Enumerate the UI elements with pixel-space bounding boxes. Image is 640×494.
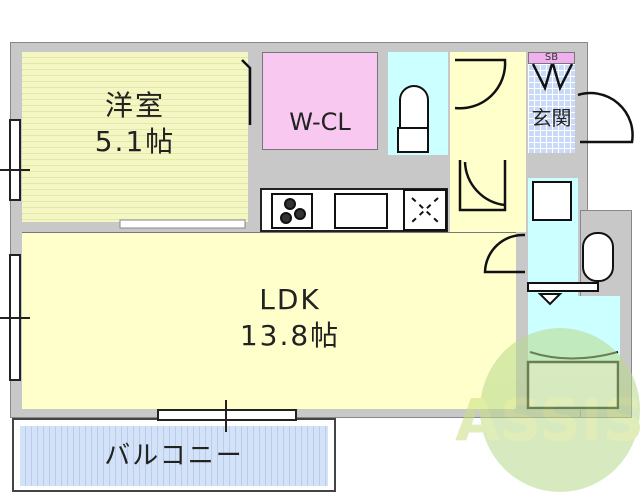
ldk-label: LDK 13.8帖 [150,282,430,354]
balcony-label: バルコニー [104,441,244,471]
stove-icon [271,193,313,229]
ldk-room [22,232,516,409]
door-swings [241,58,634,274]
walk-in-closet [262,52,378,150]
western-room-size: 5.1帖 [94,125,176,158]
washroom-partition [527,282,599,292]
window-western [9,119,21,201]
windows [0,119,297,432]
ldk-name: LDK [259,283,321,316]
ldk-size: 13.8帖 [239,319,341,352]
watermark-text: ASSIST [455,386,640,454]
shoe-box-label: SB [544,52,559,63]
closet-label: W-CL [289,108,351,136]
shoe-box [528,52,575,64]
western-room-name: 洋室 [104,89,165,122]
hallway [450,52,526,232]
washbasin-icon [582,232,614,282]
entrance-label: 玄関 [531,106,572,130]
western-room-label: 洋室 5.1帖 [40,88,230,160]
assist-watermark: ASSIST [455,328,640,492]
toilet-icon [397,85,429,153]
western-door-slot [119,219,246,229]
fridge-space [403,189,447,231]
entrance [528,64,575,153]
balcony-floor [20,426,328,486]
western-room [22,52,248,222]
washing-machine-icon [532,181,572,221]
sink-icon [334,193,388,229]
